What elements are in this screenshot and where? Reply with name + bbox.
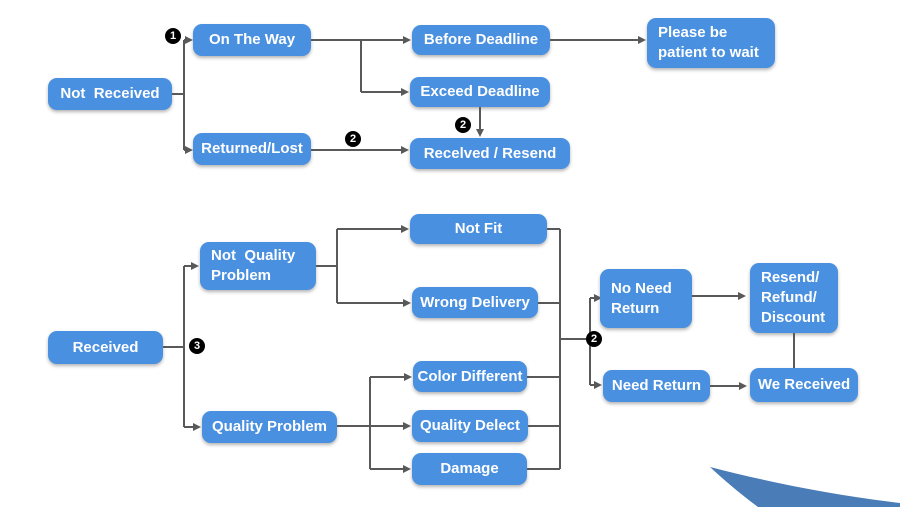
node-damage: Damage: [412, 453, 527, 485]
marker-2-returned-lost: 2: [345, 131, 361, 147]
node-no-need-return: No Need Return: [600, 269, 692, 328]
marker-2-exceed-deadline: 2: [455, 117, 471, 133]
node-wrong-delivery: Wrong Delivery: [412, 287, 538, 318]
node-on-the-way: On The Way: [193, 24, 311, 56]
node-not-fit: Not Fit: [410, 214, 547, 244]
node-exceed-deadline: Exceed Deadline: [410, 77, 550, 107]
node-resend-refund-discount: Resend/ Refund/ Discount: [750, 263, 838, 333]
node-we-received: We Received: [750, 368, 858, 402]
node-color-different: Color Different: [413, 361, 527, 392]
marker-1-on-the-way: 1: [165, 28, 181, 44]
node-quality-problem: Quality Problem: [202, 411, 337, 443]
node-quality-delect: Quality Delect: [412, 410, 528, 442]
node-before-deadline: Before Deadline: [412, 25, 550, 55]
node-received-resend: Recelved / Resend: [410, 138, 570, 169]
node-not-quality-problem: Not Quality Problem: [200, 242, 316, 290]
node-received: Received: [48, 331, 163, 364]
node-need-return: Need Return: [603, 370, 710, 402]
swoosh-decoration: [710, 467, 900, 507]
node-not-received: Not Received: [48, 78, 172, 110]
node-returned-lost: Returned/Lost: [193, 133, 311, 165]
marker-2-return-branch: 2: [586, 331, 602, 347]
node-please-wait: Please be patient to wait: [647, 18, 775, 68]
marker-3-received: 3: [189, 338, 205, 354]
